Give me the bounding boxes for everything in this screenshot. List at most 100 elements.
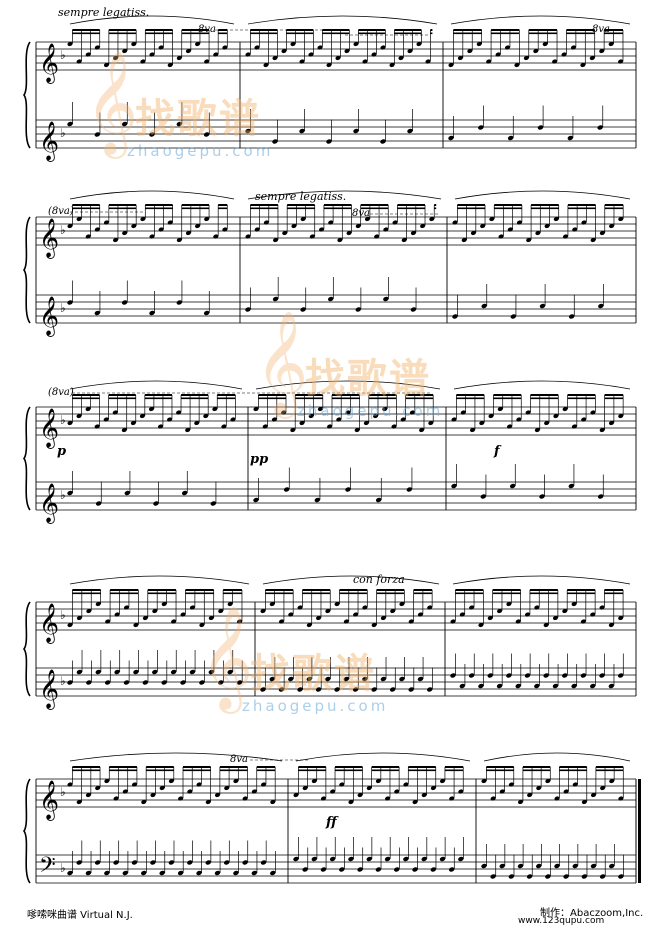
note-head bbox=[212, 406, 218, 412]
note-head bbox=[196, 782, 202, 787]
note-beam bbox=[368, 394, 397, 396]
dynamic-ff: ff bbox=[326, 815, 337, 830]
note-beam bbox=[405, 394, 434, 396]
footer-url: www.123qupu.com bbox=[518, 916, 605, 926]
note-beam bbox=[258, 397, 286, 400]
note-beam bbox=[494, 204, 522, 206]
note-head bbox=[299, 128, 305, 134]
note-head bbox=[86, 680, 92, 685]
note-head bbox=[67, 490, 73, 496]
note-beam bbox=[181, 32, 210, 35]
note-beam bbox=[444, 766, 464, 768]
note-beam bbox=[286, 29, 314, 31]
note-head bbox=[525, 410, 531, 415]
note-head bbox=[261, 782, 267, 787]
note-head bbox=[113, 55, 119, 61]
note-head bbox=[170, 669, 177, 675]
note-beam bbox=[530, 394, 559, 396]
note-head bbox=[150, 792, 156, 798]
note-beam bbox=[72, 769, 101, 772]
note-head bbox=[490, 874, 496, 879]
note-beam bbox=[595, 766, 624, 768]
flat-key-signature-icon: ♭ bbox=[60, 413, 66, 427]
note-head bbox=[580, 62, 586, 68]
note-head bbox=[355, 223, 361, 229]
note-head bbox=[599, 673, 605, 678]
note-head bbox=[272, 55, 278, 61]
note-beam bbox=[108, 207, 137, 210]
note-beam bbox=[298, 769, 326, 772]
note-head bbox=[330, 789, 336, 794]
note-beam bbox=[528, 29, 558, 31]
note-head bbox=[427, 687, 433, 692]
note-head bbox=[158, 227, 164, 232]
note-head bbox=[221, 424, 227, 429]
note-head bbox=[290, 427, 296, 433]
note-beam bbox=[522, 769, 551, 772]
note-beam bbox=[604, 589, 624, 591]
note-beam bbox=[604, 207, 624, 210]
note-head bbox=[516, 417, 522, 422]
note-head bbox=[149, 132, 155, 137]
note-head bbox=[346, 230, 352, 236]
note-beam bbox=[531, 207, 559, 210]
note-head bbox=[609, 223, 615, 229]
note-head bbox=[608, 41, 614, 47]
note-beam bbox=[147, 589, 177, 591]
note-beam bbox=[358, 32, 386, 35]
note-head bbox=[448, 62, 454, 68]
note-head bbox=[167, 62, 173, 68]
note-beam bbox=[322, 32, 350, 35]
note-head bbox=[450, 619, 456, 624]
note-beam bbox=[258, 394, 286, 396]
note-head bbox=[608, 420, 615, 426]
note-head bbox=[297, 687, 303, 692]
note-beam bbox=[604, 204, 624, 206]
note-head bbox=[94, 45, 100, 50]
note-head bbox=[113, 860, 119, 865]
note-head bbox=[498, 234, 504, 239]
note-head bbox=[375, 497, 382, 503]
note-head bbox=[535, 230, 541, 236]
note-head bbox=[597, 125, 603, 130]
note-head bbox=[469, 427, 476, 433]
note-head bbox=[85, 870, 92, 876]
note-beam bbox=[486, 766, 514, 768]
note-head bbox=[543, 673, 549, 678]
note-beam bbox=[108, 397, 136, 400]
note-head bbox=[408, 687, 414, 692]
note-head bbox=[176, 410, 182, 415]
note-beam bbox=[108, 32, 137, 35]
note-head bbox=[130, 420, 136, 426]
note-head bbox=[314, 497, 321, 503]
note-head bbox=[159, 870, 165, 876]
note-beam bbox=[250, 29, 278, 31]
note-head bbox=[562, 673, 568, 678]
note-beam bbox=[604, 397, 624, 400]
note-head bbox=[141, 870, 147, 876]
note-head bbox=[412, 867, 418, 872]
note-head bbox=[597, 494, 604, 499]
note-beam bbox=[492, 589, 521, 591]
note-head bbox=[384, 856, 391, 862]
note-head bbox=[227, 601, 233, 607]
note-head bbox=[487, 615, 493, 621]
note-head bbox=[374, 234, 380, 239]
note-head bbox=[149, 310, 155, 316]
note-head bbox=[353, 612, 359, 617]
note-head bbox=[552, 683, 559, 689]
note-head bbox=[208, 669, 215, 675]
note-head bbox=[526, 874, 533, 879]
note-beam bbox=[286, 32, 314, 35]
note-head bbox=[253, 406, 259, 412]
note-head bbox=[325, 676, 331, 682]
phrase-slur bbox=[262, 575, 440, 585]
note-head bbox=[103, 62, 109, 68]
note-beam bbox=[604, 32, 623, 35]
note-head bbox=[316, 615, 322, 621]
note-beam bbox=[339, 592, 368, 595]
note-head bbox=[533, 48, 539, 54]
note-beam bbox=[566, 29, 595, 31]
phrase-slur bbox=[483, 752, 631, 762]
note-head bbox=[185, 230, 191, 236]
